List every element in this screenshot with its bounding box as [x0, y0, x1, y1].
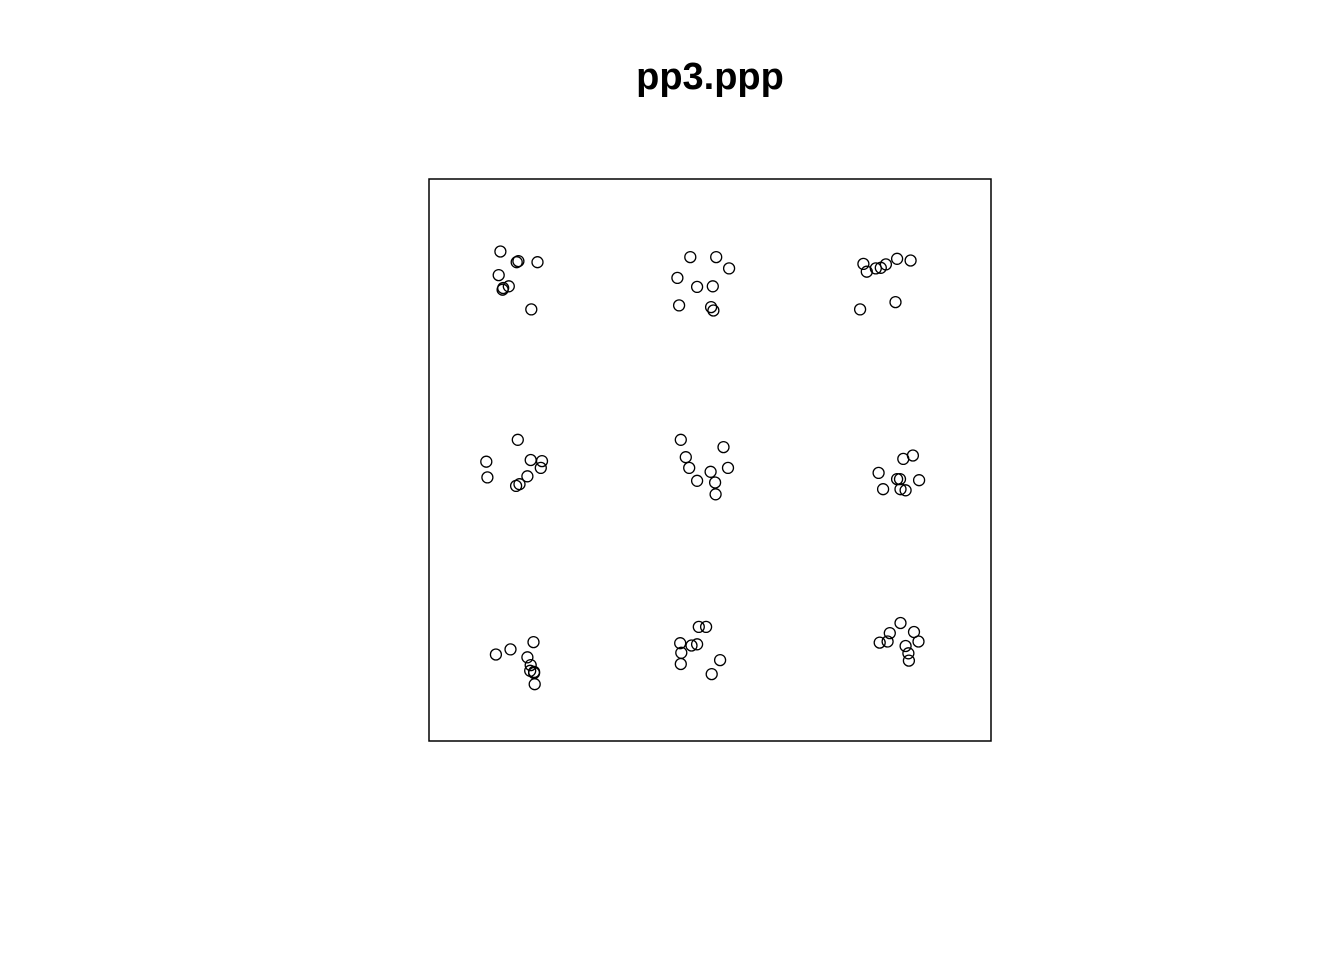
- data-point: [531, 256, 544, 269]
- data-point: [704, 300, 718, 314]
- data-point: [534, 461, 547, 475]
- observation-window: [428, 178, 992, 742]
- data-point: [709, 488, 722, 501]
- data-point: [535, 454, 549, 468]
- data-point: [890, 252, 904, 265]
- data-point: [690, 474, 704, 487]
- data-point: [509, 479, 523, 493]
- data-point: [872, 466, 885, 480]
- data-point: [521, 651, 534, 664]
- data-point: [674, 637, 687, 650]
- data-point: [894, 483, 907, 496]
- data-point: [679, 451, 692, 464]
- data-point: [699, 620, 713, 634]
- data-point: [527, 635, 540, 649]
- data-point: [521, 470, 534, 483]
- data-point: [684, 250, 697, 264]
- data-point: [512, 254, 525, 268]
- data-point: [717, 440, 730, 454]
- data-point: [525, 303, 538, 316]
- data-point: [889, 295, 902, 309]
- data-point: [706, 280, 719, 293]
- data-point: [899, 484, 912, 497]
- data-point: [683, 461, 696, 475]
- data-point: [912, 474, 926, 487]
- data-point: [904, 254, 917, 267]
- data-point: [480, 455, 493, 468]
- data-point: [511, 433, 524, 446]
- data-point: [492, 268, 505, 282]
- data-point: [873, 636, 886, 649]
- data-point: [876, 483, 890, 496]
- data-point: [528, 678, 541, 691]
- data-point: [494, 245, 507, 258]
- data-point: [704, 465, 717, 478]
- data-point: [672, 299, 686, 312]
- data-point: [881, 635, 894, 648]
- data-point: [671, 271, 684, 285]
- data-point: [502, 280, 515, 293]
- data-point: [860, 265, 873, 278]
- data-point: [674, 433, 687, 446]
- data-point: [890, 472, 904, 486]
- data-point: [690, 638, 704, 651]
- data-point: [902, 647, 915, 660]
- data-point: [524, 453, 537, 467]
- data-point: [902, 654, 916, 667]
- data-point: [524, 658, 537, 672]
- data-point: [496, 283, 509, 296]
- data-point: [690, 280, 704, 294]
- data-point: [692, 620, 705, 634]
- data-point: [705, 667, 718, 681]
- plot-title: pp3.ppp: [636, 56, 784, 98]
- data-point: [481, 471, 494, 484]
- data-point: [707, 304, 720, 317]
- data-point: [489, 648, 503, 661]
- data-point: [674, 657, 687, 671]
- data-point: [897, 452, 910, 466]
- data-point: [899, 639, 912, 653]
- data-point: [853, 303, 867, 316]
- data-point: [710, 250, 723, 264]
- data-point: [879, 258, 893, 271]
- data-point: [912, 635, 925, 648]
- points-layer: [480, 245, 926, 691]
- data-point: [883, 626, 896, 640]
- data-point: [894, 616, 907, 630]
- data-point: [722, 262, 736, 275]
- data-point: [721, 461, 735, 475]
- data-point: [713, 653, 727, 667]
- data-point: [504, 643, 517, 656]
- data-point: [893, 472, 907, 486]
- data-point: [510, 256, 523, 269]
- data-point: [708, 476, 722, 489]
- data-point: [685, 639, 698, 652]
- data-point: [857, 257, 870, 271]
